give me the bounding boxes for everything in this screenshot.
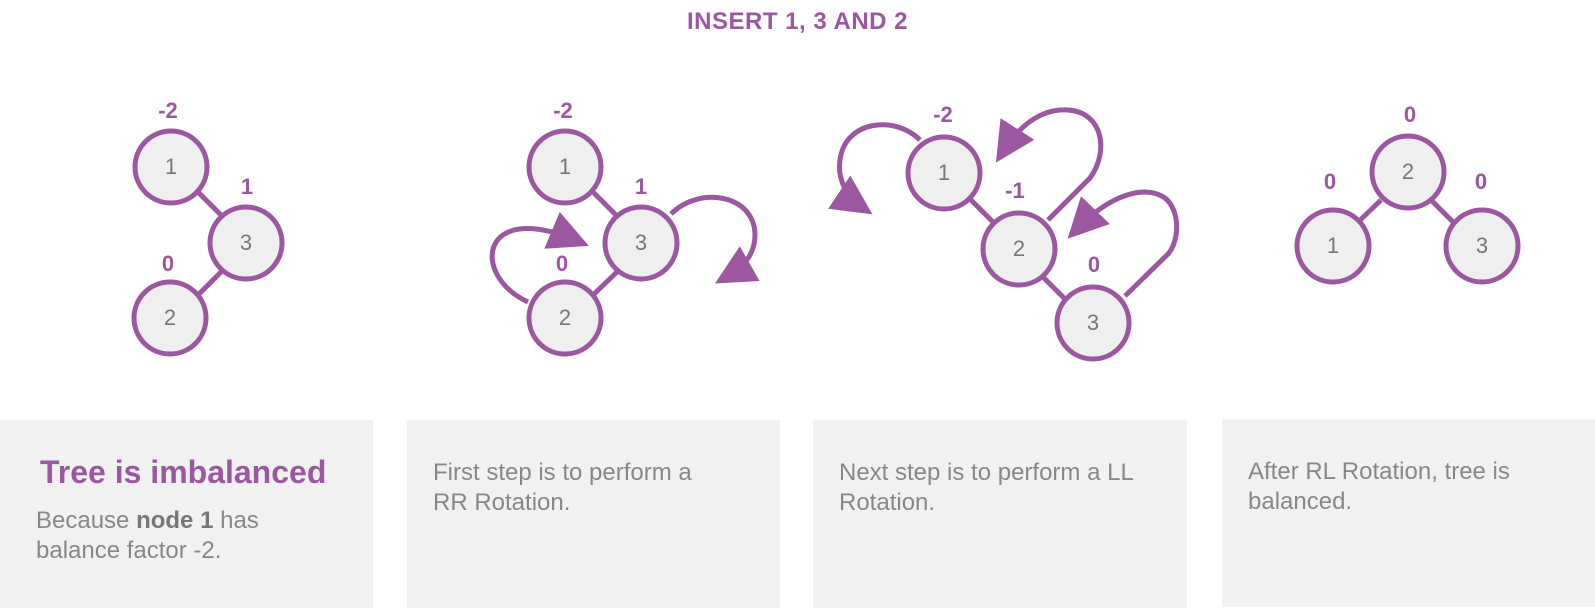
balance-factor-label: 0	[162, 251, 174, 276]
balance-factor-label: 1	[241, 174, 253, 199]
tree-edge	[195, 268, 225, 298]
tree-node: 2	[131, 279, 209, 357]
panel-description: Next step is to perform a LL Rotation.	[839, 459, 1133, 516]
panel-text-bold: node 1	[136, 507, 214, 534]
balance-factor-label: 0	[556, 251, 568, 276]
tree-node: 3	[1054, 284, 1132, 362]
node-value: 3	[240, 230, 252, 255]
tree-edge	[590, 189, 620, 219]
node-value: 1	[165, 154, 177, 179]
rotation-arrow-icon	[1067, 189, 1180, 298]
node-value: 2	[164, 305, 176, 330]
balance-factor-label: -1	[1005, 178, 1025, 203]
rotation-arrow-icon	[995, 107, 1104, 222]
balance-factor-label: 0	[1088, 252, 1100, 277]
tree-edge	[968, 197, 998, 227]
node-value: 2	[1013, 236, 1025, 261]
panel-description: After RL Rotation, tree is balanced.	[1248, 458, 1510, 515]
tree-step-3: 1 -2 2 -1 3 0	[905, 102, 1132, 362]
tree-node: 3	[1443, 207, 1521, 285]
rotation-arrow-icon	[828, 122, 922, 215]
node-value: 1	[1327, 233, 1339, 258]
node-value: 3	[635, 230, 647, 255]
panel-heading: Tree is imbalanced	[40, 454, 327, 490]
panel-description: First step is to perform a RR Rotation.	[433, 459, 692, 516]
node-value: 2	[559, 305, 571, 330]
balance-factor-label: 1	[635, 174, 647, 199]
balance-factor-label: -2	[553, 98, 573, 123]
tree-edge	[590, 269, 620, 298]
tree-node: 2	[526, 279, 604, 357]
node-value: 2	[1402, 159, 1414, 184]
step-panel-2: First step is to perform a RR Rotation.	[407, 420, 780, 608]
tree-node: 1	[526, 128, 604, 206]
rotation-arrow-icon	[669, 194, 760, 284]
node-value: 1	[938, 160, 950, 185]
balance-factor-label: 0	[1324, 169, 1336, 194]
panel-text-part: has balance factor -2.	[36, 507, 259, 564]
node-value: 3	[1087, 310, 1099, 335]
tree-step-2: 1 -2 3 1 2 0	[526, 98, 680, 357]
balance-factor-label: 0	[1475, 169, 1487, 194]
diagram-title: INSERT 1, 3 AND 2	[687, 8, 908, 35]
tree-edge	[195, 189, 224, 218]
tree-node: 1	[1294, 207, 1372, 285]
tree-node: 2	[1369, 133, 1447, 211]
panel-description: Because node 1 has balance factor -2.	[36, 506, 296, 566]
tree-node: 2	[980, 210, 1058, 288]
tree-step-1: 1 -2 3 1 2 0	[131, 98, 285, 357]
balance-factor-label: 0	[1404, 102, 1416, 127]
node-value: 3	[1476, 233, 1488, 258]
tree-node: 3	[602, 204, 680, 282]
step-panel-3: Next step is to perform a LL Rotation.	[813, 420, 1187, 608]
balance-factor-label: -2	[933, 102, 953, 127]
node-value: 1	[559, 154, 571, 179]
step-panel-4: After RL Rotation, tree is balanced.	[1222, 419, 1595, 607]
tree-node: 1	[905, 134, 983, 212]
step-panel-1: Tree is imbalanced Because node 1 has ba…	[0, 420, 373, 608]
tree-step-4: 2 0 1 0 3 0	[1294, 102, 1521, 285]
tree-node: 3	[207, 204, 285, 282]
tree-node: 1	[132, 128, 210, 206]
rotation-arrow-icon	[489, 211, 589, 305]
panel-text-part: Because	[36, 507, 137, 534]
avl-rotation-diagram: 1 -2 3 1 2 0 1 -2 3 1 2 0	[131, 98, 1521, 362]
balance-factor-label: -2	[158, 98, 178, 123]
